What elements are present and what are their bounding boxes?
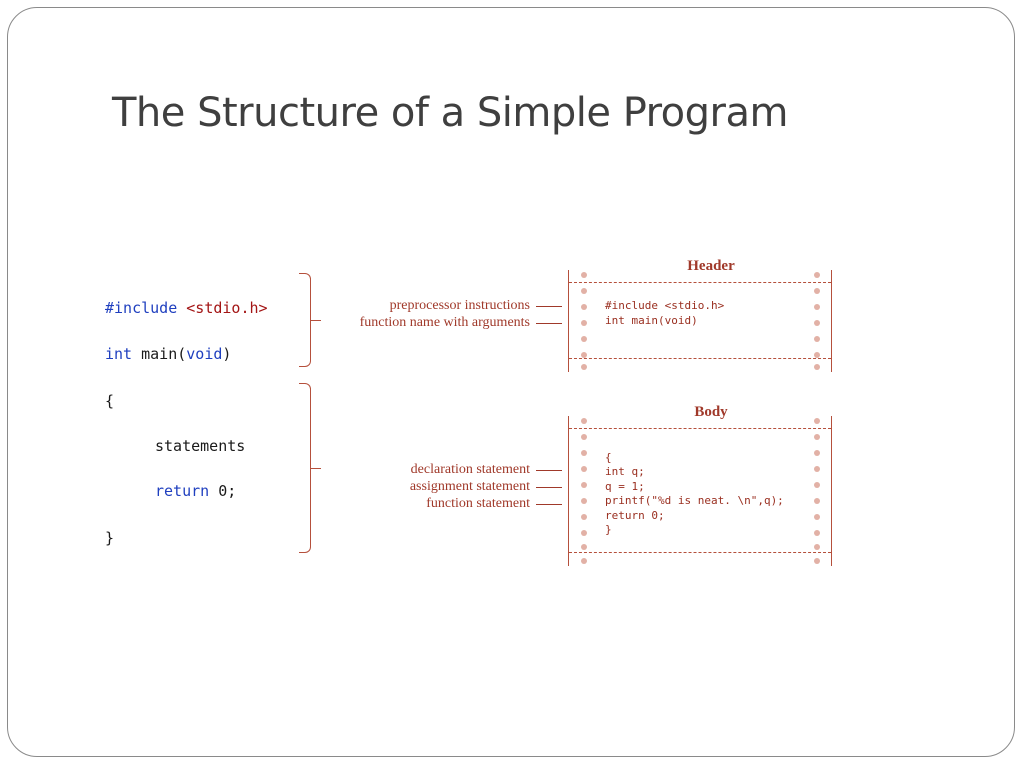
code-statements: statements <box>155 437 246 455</box>
code-close-brace: } <box>105 529 115 547</box>
panel-dot <box>814 336 820 342</box>
panel-dot <box>814 482 820 488</box>
label-function-name: function name with arguments <box>359 315 530 330</box>
body-brace <box>299 383 311 553</box>
header-brace-tip <box>311 320 321 322</box>
main-close-paren: ) <box>222 345 232 363</box>
panel-dot <box>814 364 820 370</box>
leader-assignment <box>536 487 562 488</box>
header-right-dots <box>814 270 820 372</box>
code-line-main: int main(void) <box>105 345 231 363</box>
body-panel-title: Body <box>694 404 728 420</box>
body-code-line: q = 1; <box>605 480 645 493</box>
header-code-line: int main(void) <box>605 314 698 327</box>
panel-dot <box>581 418 587 424</box>
panel-dot <box>581 434 587 440</box>
body-panel-bottom-rule <box>569 552 831 553</box>
panel-dot <box>814 434 820 440</box>
panel-dot <box>814 544 820 550</box>
slide-title: The Structure of a Simple Program <box>112 90 788 136</box>
header-panel-top-rule <box>569 282 831 283</box>
body-code-line: return 0; <box>605 509 665 522</box>
panel-dot <box>581 544 587 550</box>
panel-dot <box>814 450 820 456</box>
body-brace-tip <box>311 468 321 470</box>
int-keyword: int <box>105 345 133 363</box>
panel-dot <box>814 498 820 504</box>
panel-dot <box>814 272 820 278</box>
leader-preprocessor <box>536 306 562 307</box>
body-code-line: { <box>605 451 612 464</box>
body-panel-top-rule <box>569 428 831 429</box>
body-code-line: int q; <box>605 465 645 478</box>
leader-declaration <box>536 470 562 471</box>
panel-dot <box>814 320 820 326</box>
body-code-line: printf("%d is neat. \n",q); <box>605 494 784 507</box>
panel-dot <box>814 514 820 520</box>
code-line-return: return 0; <box>155 482 236 500</box>
panel-dot <box>581 558 587 564</box>
code-open-brace: { <box>105 392 115 410</box>
panel-dot <box>814 466 820 472</box>
panel-dot <box>581 364 587 370</box>
leader-function-name <box>536 323 562 324</box>
panel-dot <box>581 320 587 326</box>
label-preprocessor: preprocessor instructions <box>389 298 530 313</box>
panel-dot <box>581 450 587 456</box>
panel-dot <box>814 558 820 564</box>
panel-dot <box>581 288 587 294</box>
panel-dot <box>581 514 587 520</box>
return-keyword: return <box>155 482 210 500</box>
panel-dot <box>814 418 820 424</box>
panel-dot <box>581 304 587 310</box>
panel-dot <box>581 352 587 358</box>
body-panel: { int q; q = 1; printf("%d is neat. \n",… <box>568 416 832 566</box>
panel-dot <box>814 288 820 294</box>
include-keyword: #include <box>105 299 178 317</box>
label-declaration: declaration statement <box>410 462 530 477</box>
panel-dot <box>814 304 820 310</box>
panel-dot <box>581 272 587 278</box>
label-assignment: assignment statement <box>409 479 530 494</box>
header-left-dots <box>581 270 587 372</box>
code-line-include: #include <stdio.h> <box>105 299 268 317</box>
include-header: <stdio.h> <box>186 299 268 317</box>
panel-dot <box>581 466 587 472</box>
panel-dot <box>581 336 587 342</box>
header-panel-title: Header <box>687 258 735 274</box>
body-right-dots <box>814 416 820 566</box>
return-value: 0; <box>218 482 237 500</box>
panel-dot <box>814 530 820 536</box>
header-panel-bottom-rule <box>569 358 831 359</box>
header-panel: #include <stdio.h> int main(void) <box>568 270 832 372</box>
leader-function-statement <box>536 504 562 505</box>
slide-frame <box>7 7 1015 757</box>
panel-dot <box>581 482 587 488</box>
main-name: main( <box>141 345 187 363</box>
body-code-line: } <box>605 523 612 536</box>
panel-dot <box>581 498 587 504</box>
void-keyword: void <box>186 345 223 363</box>
header-code-line: #include <stdio.h> <box>605 299 725 312</box>
panel-dot <box>581 530 587 536</box>
label-function-statement: function statement <box>426 496 530 511</box>
body-left-dots <box>581 416 587 566</box>
header-brace <box>299 273 311 367</box>
panel-dot <box>814 352 820 358</box>
